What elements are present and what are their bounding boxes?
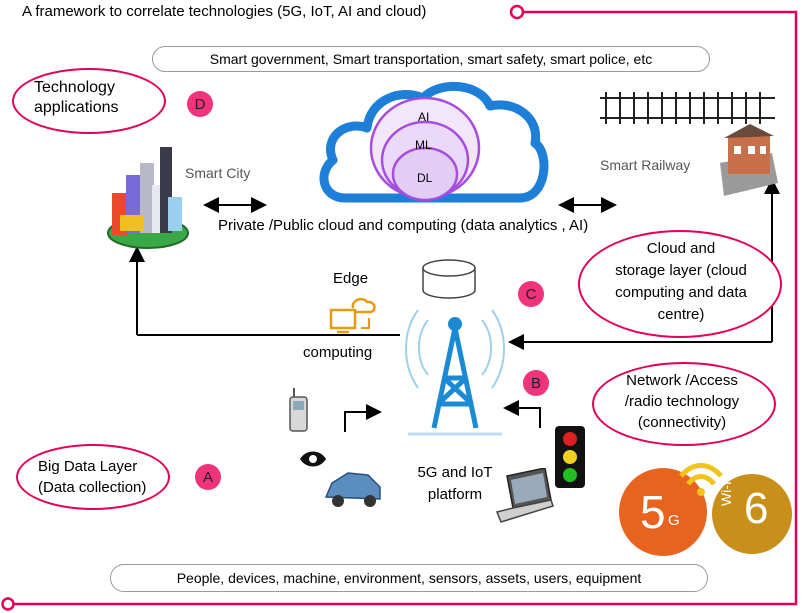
frame-end-dot	[1, 597, 15, 611]
network-line2: /radio technology	[624, 393, 740, 410]
cloud-storage-line3: computing and data	[615, 284, 747, 301]
cloud-layer-ai: AI	[418, 110, 430, 124]
network-layer-oval: Network /Access /radio technology (conne…	[592, 362, 776, 446]
top-banner-text: Smart government, Smart transportation, …	[209, 51, 653, 67]
eye-icon	[300, 451, 326, 467]
smart-railway-label: Smart Railway	[600, 157, 691, 173]
platform-label-line2: platform	[427, 486, 483, 503]
top-banner: Smart government, Smart transportation, …	[152, 46, 710, 72]
applications-line1: Technology	[34, 79, 115, 96]
cloud-storage-line1: Cloud and	[646, 240, 716, 257]
edge-computing-icon	[329, 297, 376, 334]
laptop-icon	[495, 468, 554, 523]
cloud-layer-dl: DL	[417, 171, 433, 185]
cloud-storage-layer-oval: Cloud and storage layer (cloud computing…	[578, 230, 782, 338]
fiveg-logo-letter: G	[668, 512, 680, 529]
wifi6-logo	[712, 474, 792, 554]
cloud-storage-line4: centre)	[657, 306, 705, 323]
diagram-title: A framework to correlate technologies (5…	[22, 3, 427, 20]
bottom-banner: People, devices, machine, environment, s…	[110, 564, 708, 592]
big-data-layer-oval: Big Data Layer (Data collection)	[16, 444, 170, 510]
device-left-arrow	[344, 404, 382, 432]
car-icon	[324, 472, 381, 507]
big-data-line1: Big Data Layer	[38, 458, 138, 475]
storage-cylinder-icon	[422, 259, 476, 299]
smart-railway-icon	[600, 92, 778, 196]
applications-layer-label: Technology applications	[34, 78, 119, 118]
wifi6-logo-number: 6	[744, 484, 769, 533]
framework-frame-line	[8, 10, 798, 606]
badge-b: B	[523, 370, 549, 396]
cloud-icon	[319, 81, 549, 203]
badge-d: D	[187, 91, 213, 117]
applications-layer-oval: Technology applications	[12, 68, 166, 134]
cloud-storage-layer-label: Cloud and storage layer (cloud computing…	[598, 238, 764, 326]
platform-label: 5G and IoT platform	[410, 462, 500, 506]
network-layer-label: Network /Access /radio technology (conne…	[602, 370, 762, 433]
wifi-signal-icon	[679, 463, 723, 496]
big-data-layer-label: Big Data Layer (Data collection)	[38, 456, 146, 498]
big-data-line2: (Data collection)	[38, 479, 147, 496]
smart-city-icon	[107, 147, 189, 249]
traffic-light-icon	[555, 426, 585, 488]
frame-start-dot	[509, 4, 525, 20]
badge-c: C	[518, 281, 544, 307]
badge-a: A	[195, 464, 221, 490]
network-line1: Network /Access	[626, 372, 738, 389]
cloud-caption: Private /Public cloud and computing (dat…	[218, 217, 589, 234]
cloud-storage-line2: storage layer (cloud	[615, 262, 747, 279]
edge-label: Edge	[333, 270, 369, 287]
device-right-arrow	[503, 400, 541, 428]
cell-tower-icon	[405, 309, 505, 436]
mobile-phone-icon	[289, 388, 308, 432]
cloud-layer-ml: ML	[415, 138, 432, 152]
platform-label-line1: 5G and IoT	[417, 464, 493, 481]
smart-city-label: Smart City	[185, 165, 251, 181]
applications-line2: applications	[34, 99, 119, 116]
fiveg-logo-number: 5	[640, 486, 666, 538]
computing-label: computing	[303, 344, 373, 361]
network-line3: (connectivity)	[637, 414, 727, 431]
bottom-banner-text: People, devices, machine, environment, s…	[176, 570, 642, 586]
